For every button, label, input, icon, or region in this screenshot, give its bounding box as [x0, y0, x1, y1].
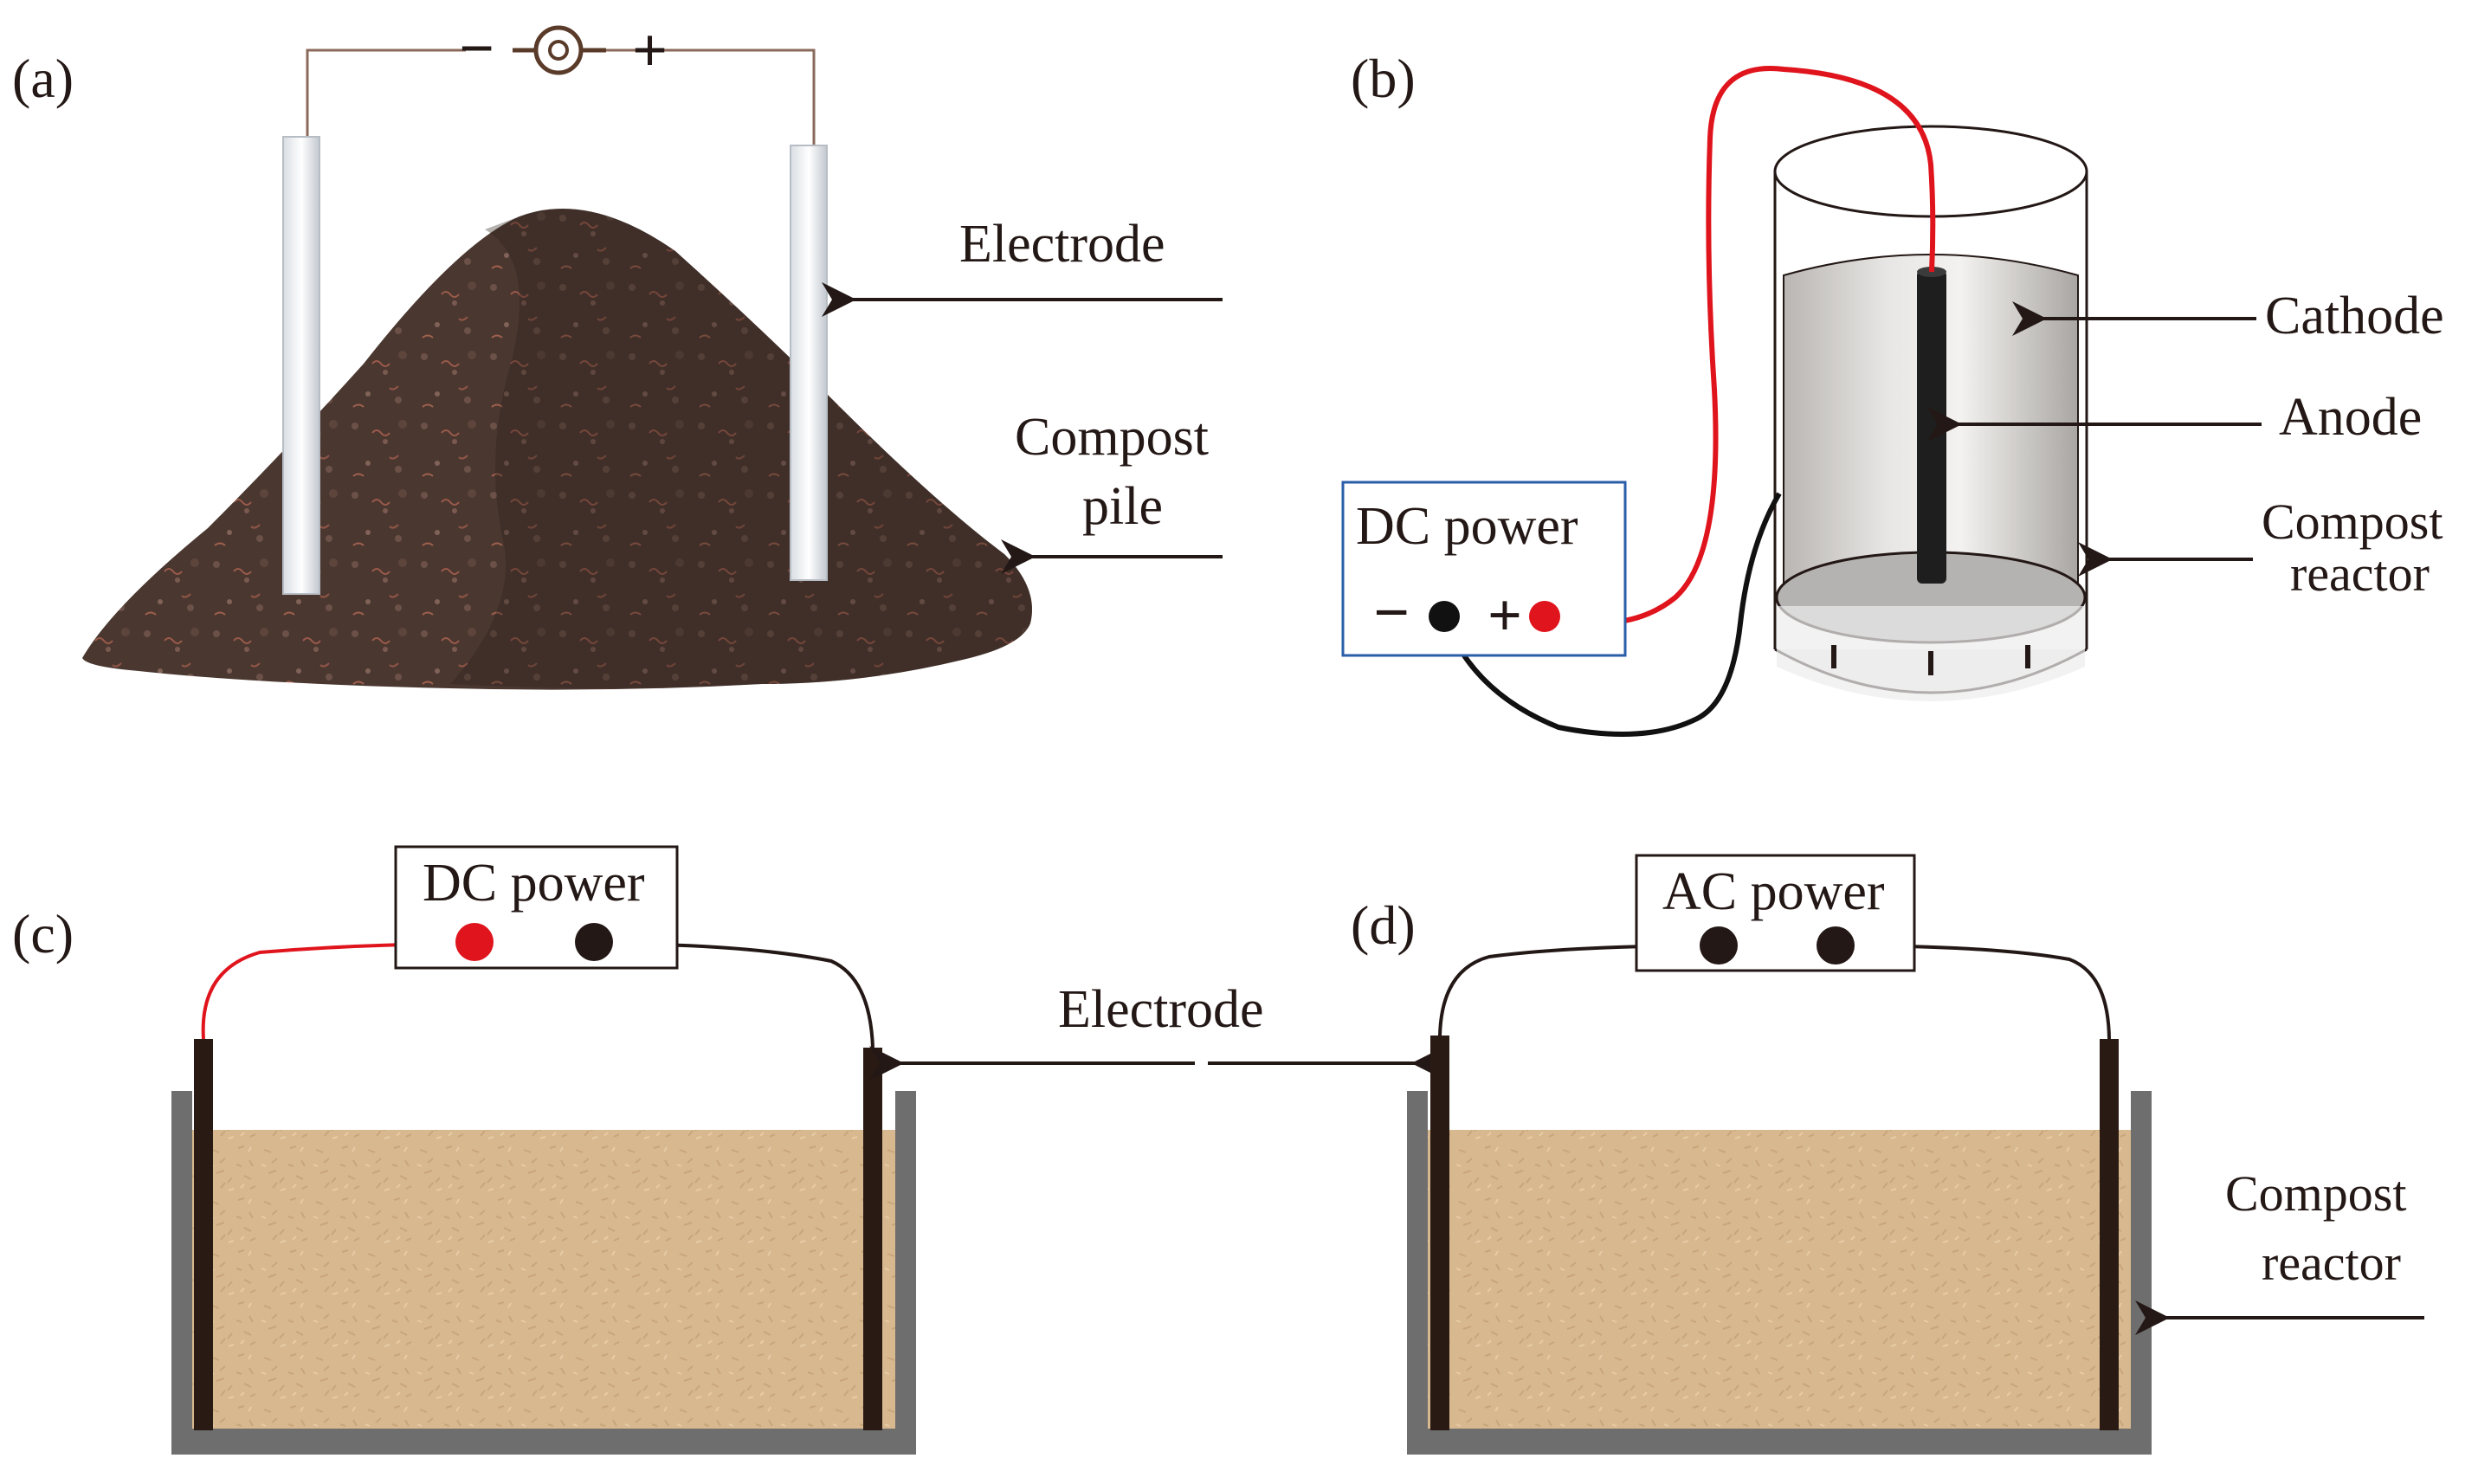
panel-d-electrode-right [2100, 1039, 2119, 1430]
panel-c-label: (c) [12, 903, 74, 965]
panel-d-terminal-right [1817, 926, 1855, 965]
panel-c: (c) DC power [12, 845, 916, 1455]
anode-rod [1917, 270, 1946, 584]
panel-c-electrode-right [863, 1048, 882, 1430]
panel-a-electrode-label: Electrode [959, 215, 1165, 274]
battery-minus-sign: − [459, 14, 494, 83]
anode-label: Anode [2279, 388, 2422, 447]
panel-a-wire [306, 48, 816, 156]
panel-a-label: (a) [12, 48, 74, 109]
panel-c-power-box [394, 845, 679, 970]
panel-b-reactor-label-line1: Compost [2262, 494, 2443, 550]
panel-a-pile-label-line2: pile [1082, 477, 1163, 536]
panel-b-positive-terminal [1529, 601, 1560, 632]
panel-b-power-label: DC power [1356, 497, 1578, 556]
cathode-label: Cathode [2265, 287, 2444, 345]
panel-b-black-wire [1442, 492, 1782, 737]
panel-d: (d) AC power Compost reactor [1351, 854, 2424, 1455]
battery-symbol-icon: − + [459, 14, 668, 85]
panel-b-reactor-label-line2: reactor [2290, 545, 2430, 602]
shared-electrode-callout: Electrode [869, 980, 1446, 1081]
panel-b-label: (b) [1351, 48, 1416, 109]
panel-a-electrode-right [790, 145, 828, 581]
panel-a-electrode-left [282, 136, 320, 595]
panel-d-power-box [1635, 854, 1916, 972]
panel-d-compost-fill [1428, 1130, 2131, 1429]
panel-b-negative-terminal [1429, 601, 1460, 632]
panel-a-pile-label-line1: Compost [1015, 408, 1209, 467]
panel-d-reactor-label-line2: reactor [2262, 1235, 2401, 1291]
panel-b-power-box [1341, 481, 1627, 657]
battery-plus-sign: + [632, 16, 668, 85]
panel-c-compost-fill [192, 1130, 895, 1429]
panel-d-reactor-label-line1: Compost [2225, 1165, 2407, 1222]
panel-c-positive-terminal [455, 923, 494, 961]
panel-d-terminal-left [1700, 926, 1738, 965]
panel-b-plus-sign: + [1488, 583, 1522, 649]
panel-d-power-label: AC power [1662, 862, 1885, 921]
panel-c-electrode-left [194, 1039, 213, 1430]
panel-d-electrode-left [1430, 1036, 1449, 1430]
shared-electrode-label: Electrode [1058, 980, 1264, 1039]
panel-a: (a) − + Electrode Compost pile [12, 14, 1223, 690]
panel-b-red-wire [1544, 66, 1936, 626]
panel-b-minus-sign: − [1373, 577, 1410, 648]
panel-c-negative-terminal [575, 923, 613, 961]
compost-pile-shade [450, 209, 1032, 688]
panel-b: (b) DC power − + Cathode Anode Comp [1341, 48, 2444, 737]
panel-c-power-label: DC power [423, 854, 645, 913]
panel-d-label: (d) [1351, 894, 1416, 956]
